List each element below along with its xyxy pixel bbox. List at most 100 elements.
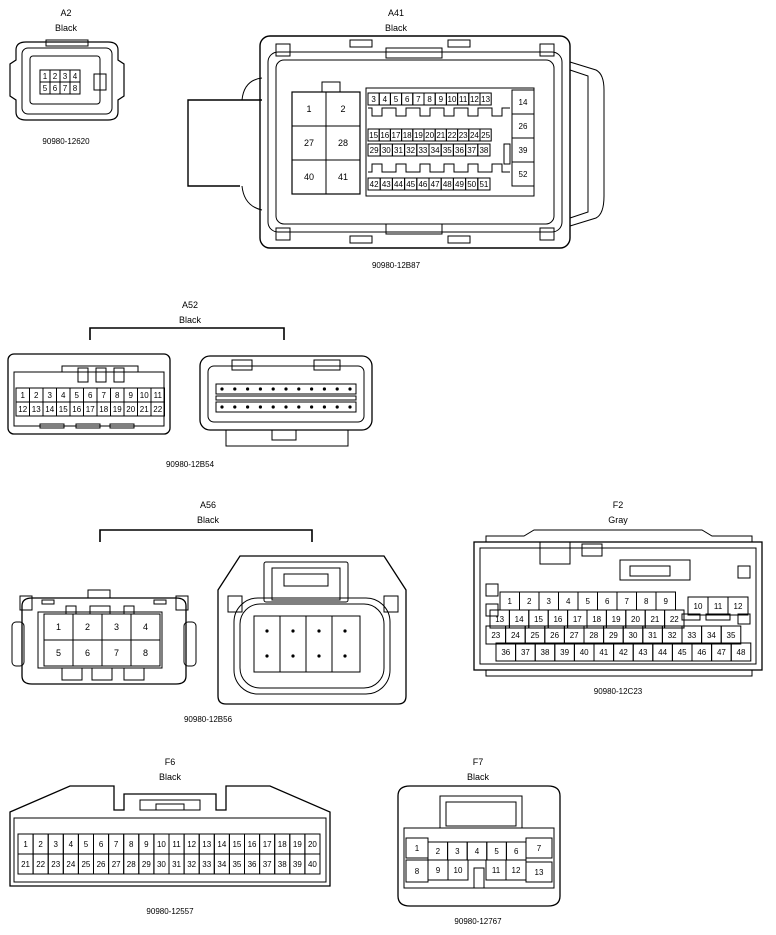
a41-pin-3-label: 3	[371, 95, 376, 104]
a41-pin-51-label: 51	[479, 180, 488, 189]
a41-pin-1: 1	[306, 104, 311, 114]
a41-pin-16-label: 16	[380, 131, 389, 140]
a56-terminal-dot	[317, 629, 321, 633]
a41-pin-23-label: 23	[459, 131, 468, 140]
f6-pin-16-label: 16	[248, 840, 257, 849]
f2-pin-31-label: 31	[648, 631, 657, 640]
a41-pin-37-label: 37	[467, 146, 476, 155]
f2-pin-5-label: 5	[586, 597, 591, 606]
f6-pin-3-label: 3	[54, 840, 59, 849]
f2-pin-12-cell	[727, 596, 749, 616]
connector-f2-part: 90980-12C23	[594, 687, 643, 696]
a41-pin-50-label: 50	[467, 180, 476, 189]
connector-f7-id: F7	[473, 757, 484, 767]
a56-terminal-dot	[291, 629, 295, 633]
a52-terminal-dot	[284, 387, 288, 391]
f2-pin-40-label: 40	[580, 648, 589, 657]
a41-pin-39-label: 39	[519, 146, 528, 155]
f6-pin-32-label: 32	[187, 860, 196, 869]
f6-pin-31-label: 31	[172, 860, 181, 869]
f6-pin-40-label: 40	[308, 860, 317, 869]
a41-pin-42-label: 42	[370, 180, 379, 189]
a52-terminal-dot	[310, 405, 314, 409]
a41-pin-38-cell	[477, 143, 491, 157]
f2-pin-48-cell	[730, 642, 752, 662]
f6-pin-23-label: 23	[51, 860, 60, 869]
a41-pin-32-label: 32	[406, 146, 415, 155]
a52-pin-17-label: 17	[86, 405, 95, 414]
a52-pin-19-label: 19	[113, 405, 122, 414]
a52-terminal-dot	[258, 387, 262, 391]
connector-a56-id: A56	[200, 500, 216, 510]
a2-pin-2-label: 2	[53, 72, 58, 81]
a52-pin-9-label: 9	[129, 391, 134, 400]
f2-pin-19-label: 19	[612, 615, 621, 624]
a41-pin-6-label: 6	[405, 95, 410, 104]
a52-terminal-dot	[233, 387, 237, 391]
a41-pin-49-label: 49	[455, 180, 464, 189]
f2-pin-44-label: 44	[658, 648, 667, 657]
f6-pin-37-label: 37	[263, 860, 272, 869]
f2-pin-34-label: 34	[707, 631, 716, 640]
a52-terminal-dot	[233, 405, 237, 409]
a41-pin-15-label: 15	[369, 131, 378, 140]
f7-pin-3-label: 3	[455, 847, 460, 856]
a52-pin-20-label: 20	[126, 405, 135, 414]
a52-pin-5-label: 5	[75, 391, 80, 400]
f6-pin-27-label: 27	[112, 860, 121, 869]
a56-terminal-dot	[317, 654, 321, 658]
a41-pin-34-label: 34	[431, 146, 440, 155]
f2-pin-1-label: 1	[508, 597, 513, 606]
f6-pin-20-label: 20	[308, 840, 317, 849]
a52-pin-4-label: 4	[61, 391, 66, 400]
a52-pin-3-label: 3	[48, 391, 53, 400]
f2-pin-8-label: 8	[644, 597, 649, 606]
f6-pin-5-label: 5	[84, 840, 89, 849]
a52-terminal-dot	[271, 387, 275, 391]
a41-pin-22-label: 22	[448, 131, 457, 140]
a52-terminal-dot	[348, 387, 352, 391]
a41-pin-4-label: 4	[383, 95, 388, 104]
f2-pin-6-label: 6	[605, 597, 610, 606]
f7-pin-13-cell	[525, 861, 553, 883]
a41-pin-13-label: 13	[481, 95, 490, 104]
f2-pin-43-label: 43	[639, 648, 648, 657]
f2-pin-11-label: 11	[714, 602, 723, 611]
a56-pin-6-label: 6	[85, 648, 90, 658]
a41-pin-51-cell	[477, 177, 491, 191]
f6-pin-17-label: 17	[263, 840, 272, 849]
a52-pin-2-label: 2	[34, 391, 39, 400]
a2-pin-7-label: 7	[63, 84, 68, 93]
f2-pin-17-label: 17	[573, 615, 582, 624]
f6-pin-1-label: 1	[23, 840, 28, 849]
a52-terminal-dot	[284, 405, 288, 409]
f2-pin-3-label: 3	[547, 597, 552, 606]
a2-pin-8-cell	[69, 81, 81, 95]
connector-a2-part: 90980-12620	[42, 137, 90, 146]
connector-a52-part: 90980-12B54	[166, 460, 215, 469]
f7-pin-7-label: 7	[537, 844, 542, 853]
a56-terminal-dot	[265, 654, 269, 658]
a56-pin-7-label: 7	[114, 648, 119, 658]
f2-pin-14-label: 14	[515, 615, 524, 624]
f2-pin-2-label: 2	[527, 597, 532, 606]
connector-a56-color: Black	[197, 515, 220, 525]
f6-pin-22-label: 22	[36, 860, 45, 869]
a41-pin-48-label: 48	[443, 180, 452, 189]
f7-pin-4-label: 4	[475, 847, 480, 856]
a52-pin-15-label: 15	[59, 405, 68, 414]
f2-pin-23-label: 23	[491, 631, 500, 640]
f6-pin-18-label: 18	[278, 840, 287, 849]
f2-pin-38-label: 38	[541, 648, 550, 657]
a52-terminal-dot	[258, 405, 262, 409]
f7-pin-12-label: 12	[512, 866, 521, 875]
a52-pin-16-label: 16	[72, 405, 81, 414]
connector-f6-id: F6	[165, 757, 176, 767]
f2-pin-36-label: 36	[501, 648, 510, 657]
connector-f7-color: Black	[467, 772, 490, 782]
a41-pin-24-label: 24	[470, 131, 479, 140]
a41-pin-2: 2	[340, 104, 345, 114]
